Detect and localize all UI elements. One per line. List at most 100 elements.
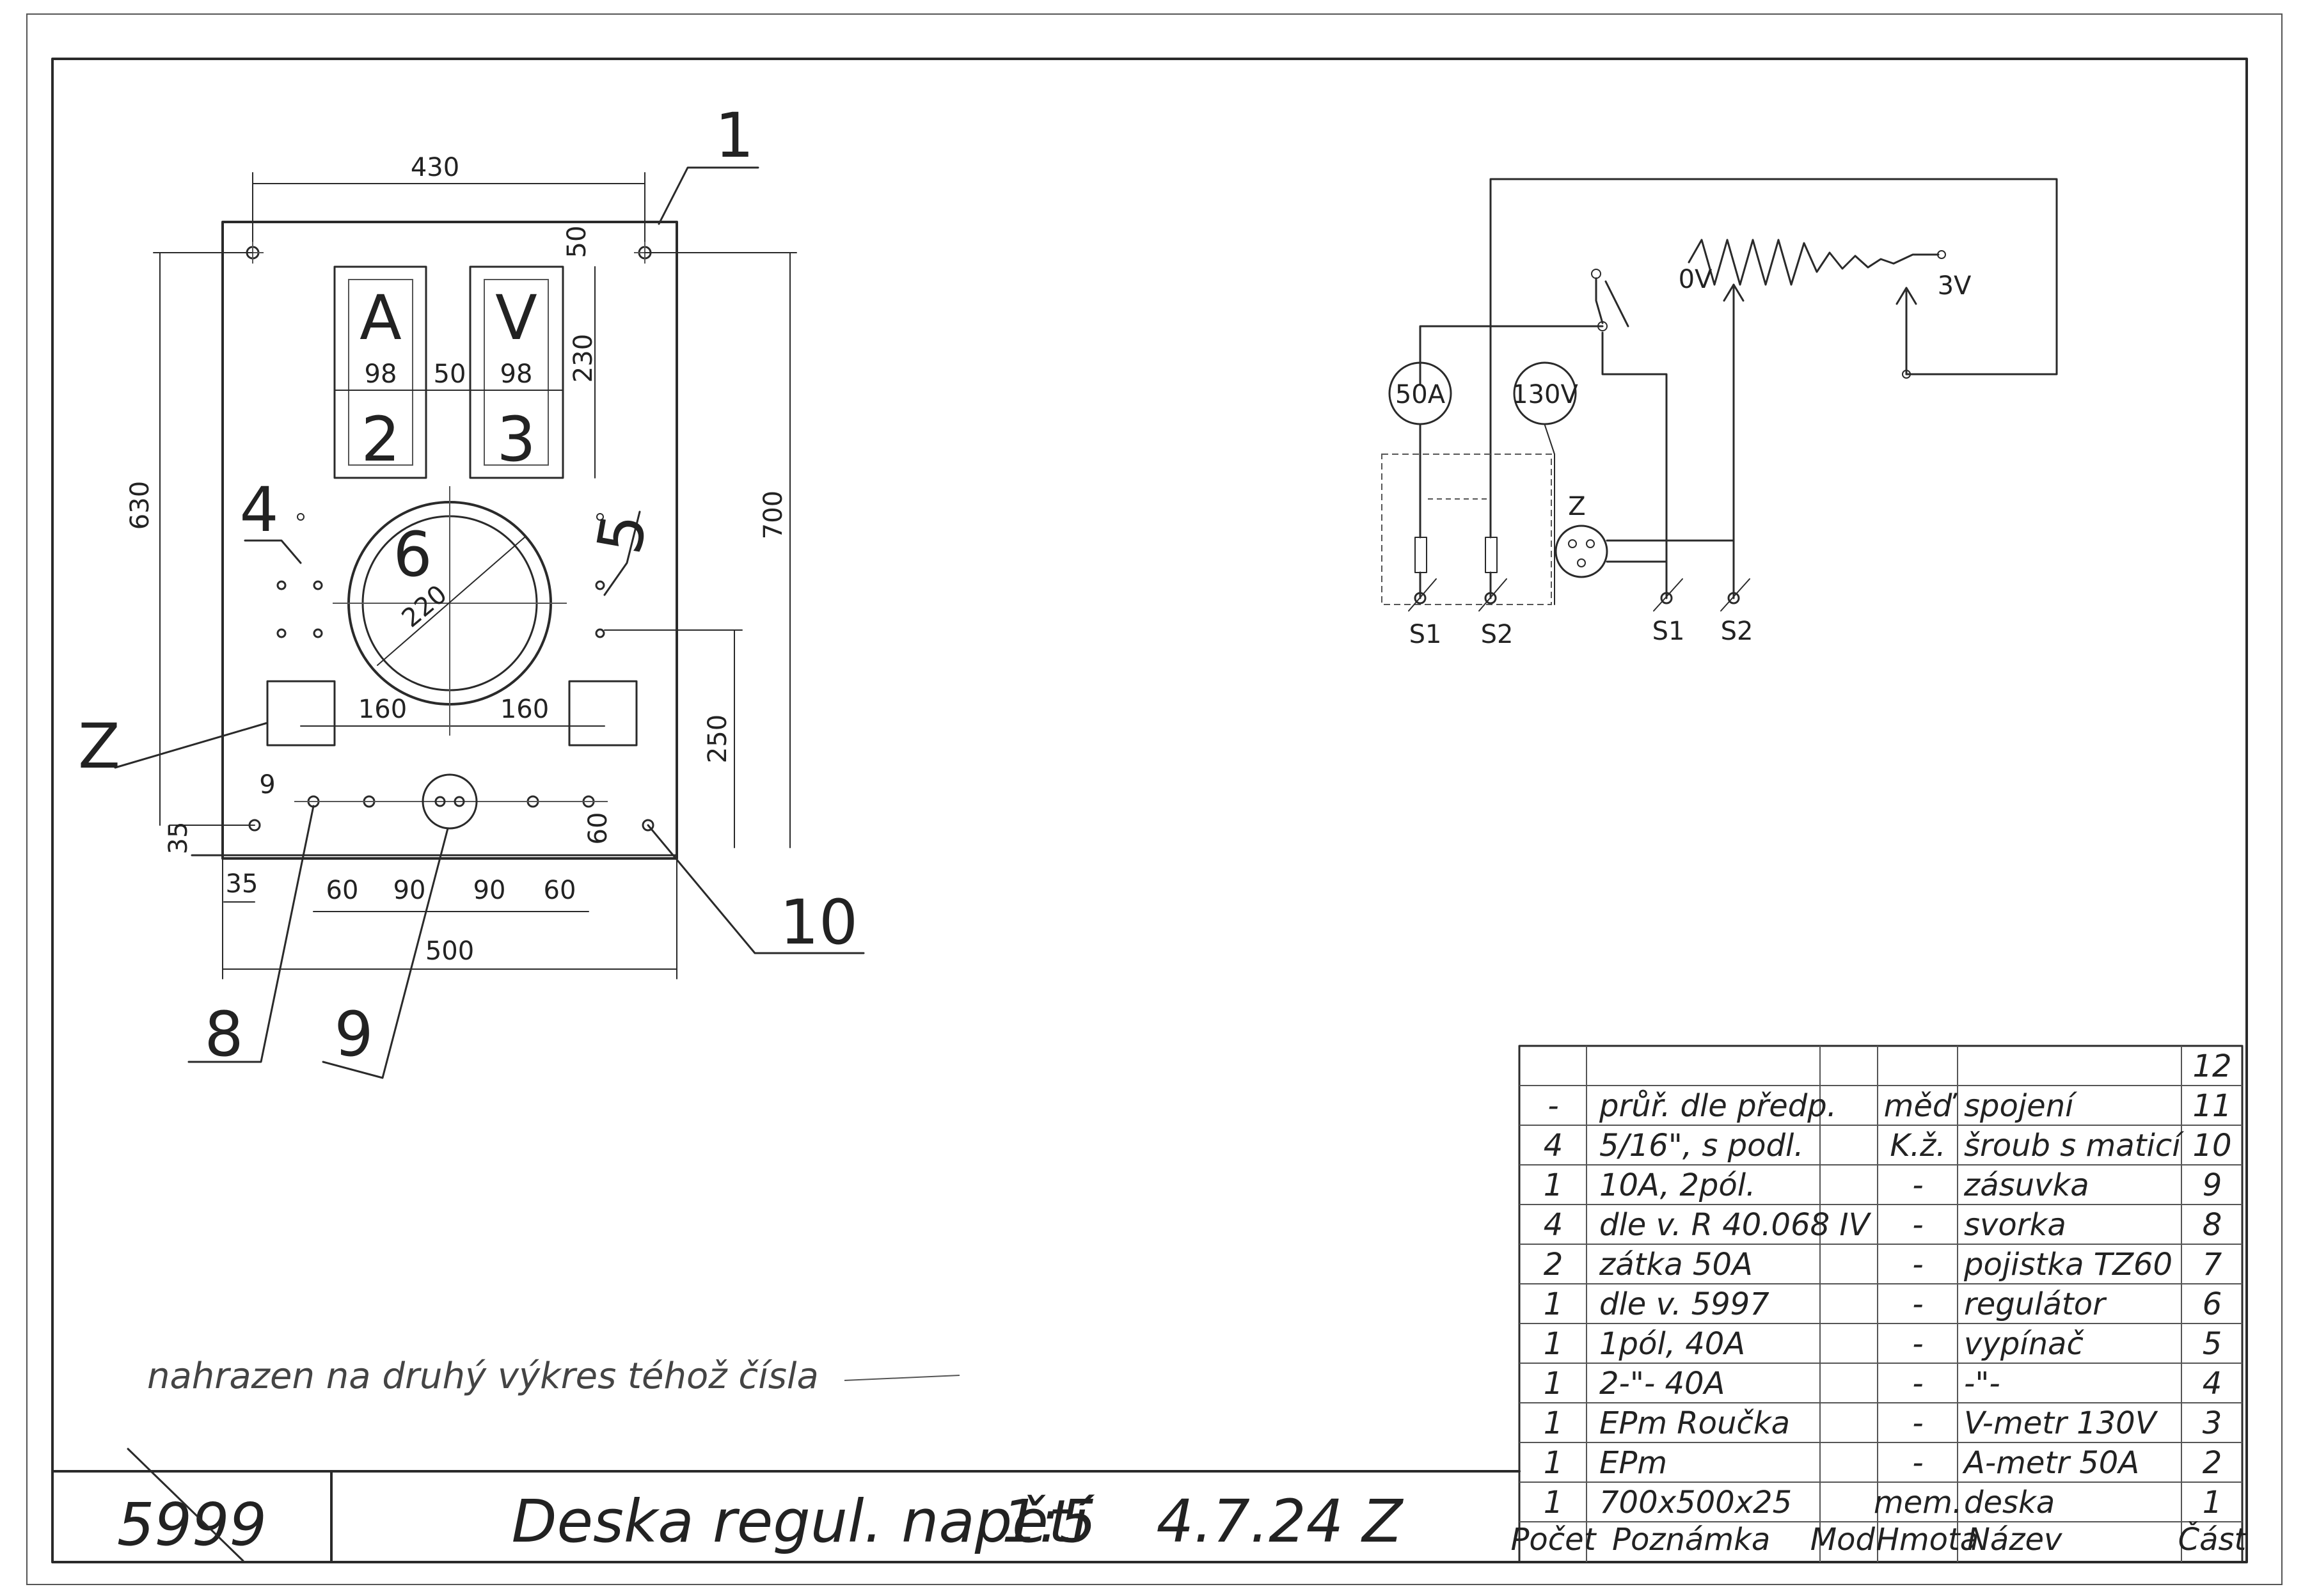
dim-35-vertical: 35 — [164, 822, 193, 855]
bom-cell-name: spojení — [1964, 1088, 2078, 1124]
label-3v: 3V — [1938, 271, 1972, 301]
bom-cell-part: 4 — [2203, 1366, 2222, 1402]
bom-cell-material: měď — [1884, 1088, 1958, 1124]
callout-6: 6 — [393, 519, 432, 590]
bom-cell-name: A-metr 50A — [1962, 1445, 2139, 1481]
bom-header: Počet Poznámka Mod. Hmota Název Část — [1510, 1521, 2247, 1558]
dim-160-right: 160 — [500, 695, 549, 724]
bom-cell-material: - — [1912, 1445, 1923, 1481]
bom-cell-note: 5/16", s podl. — [1599, 1128, 1804, 1164]
bom-header-material: Hmota — [1876, 1522, 1979, 1558]
terminal-s2-right — [1720, 562, 1750, 612]
voltmeter-part-number: 3 — [496, 404, 535, 475]
bom-cell-name: V-metr 130V — [1964, 1405, 2158, 1441]
dim-60-a: 60 — [326, 876, 359, 905]
bom-header-name: Název — [1967, 1522, 2062, 1558]
bom-cell-count: 1 — [1544, 1405, 1563, 1441]
terminal-label-4: S2 — [1721, 617, 1753, 646]
drawing-title: Deska regul. napětí — [512, 1487, 1095, 1556]
bom-cell-note: 700x500x25 — [1599, 1485, 1792, 1521]
bom-cell-name: šroub s maticí — [1964, 1128, 2185, 1164]
callout-4: 4 — [239, 474, 278, 546]
dim-700: 700 — [759, 491, 788, 539]
bom-cell-material: - — [1912, 1247, 1923, 1283]
title-block: 5999 Deska regul. napětí 1:5 4.7.24 Z — [51, 1448, 1521, 1563]
switch-5-holes — [595, 513, 605, 638]
bom-cell-count: 1 — [1544, 1485, 1563, 1521]
fuse-right — [568, 680, 638, 747]
bom-cell-part: 6 — [2203, 1286, 2222, 1322]
bom-cell-material: - — [1912, 1286, 1923, 1322]
drawing-scale: 1:5 — [1002, 1487, 1096, 1556]
bom-cell-material: - — [1912, 1207, 1923, 1243]
dim-250: 250 — [703, 715, 732, 763]
dim-50-gap: 50 — [434, 359, 466, 389]
ammeter-symbol: A — [360, 282, 402, 354]
bom-cell-count: 1 — [1544, 1167, 1563, 1203]
dim-60-b: 60 — [544, 876, 576, 905]
ammeter-cutout: A 2 — [333, 265, 427, 479]
callout-1: 1 — [715, 100, 754, 171]
bom-cell-name: deska — [1964, 1485, 2055, 1521]
terminal-label-3: S1 — [1652, 617, 1685, 646]
bom-cell-material: mem. — [1874, 1485, 1962, 1521]
dim-50-top: 50 — [562, 226, 592, 258]
bom-cell-count: 1 — [1544, 1326, 1563, 1362]
terminal-label-2: S2 — [1481, 620, 1514, 649]
bom-cell-part: 3 — [2203, 1405, 2222, 1441]
drawing-date: 4.7.24 Z — [1157, 1487, 1404, 1556]
dim-90-a: 90 — [393, 876, 426, 905]
sheet-outer-border — [26, 13, 2283, 1585]
bom-cell-part: 8 — [2203, 1207, 2222, 1243]
voltmeter-symbol: V — [495, 282, 537, 354]
bom-cell-note: EPm — [1599, 1445, 1667, 1481]
fuse-s2 — [1478, 459, 1507, 612]
callout-5: 5 — [583, 508, 661, 559]
dim-9-hole: 9 — [259, 770, 275, 800]
bom-cell-part: 11 — [2192, 1088, 2231, 1124]
dim-230: 230 — [569, 334, 598, 383]
dim-500: 500 — [425, 936, 474, 966]
bom-cell-count: - — [1547, 1088, 1558, 1124]
socket-symbol: Z — [1555, 492, 1608, 578]
bom-cell-note: zátka 50A — [1599, 1247, 1753, 1283]
bom-header-count: Počet — [1510, 1522, 1597, 1558]
switch-4-holes — [276, 513, 323, 638]
ammeter-symbol-circle: 50A — [1388, 361, 1452, 425]
bom-cell-part: 1 — [2203, 1485, 2222, 1521]
bom-cell-material: - — [1912, 1167, 1923, 1203]
bom-cell-material: - — [1912, 1326, 1923, 1362]
bom-cell-material: - — [1912, 1405, 1923, 1441]
bom-cell-part: 9 — [2203, 1167, 2222, 1203]
dim-630: 630 — [125, 481, 155, 530]
fuse-box — [1381, 454, 1552, 605]
wiring-schematic: 3V 0V 50A 130V — [1381, 178, 2058, 649]
terminal-label-1: S1 — [1409, 620, 1442, 649]
dim-60-right: 60 — [583, 812, 613, 845]
fuse-left — [266, 680, 336, 747]
bom-cell-name: pojistka TZ60 — [1963, 1247, 2172, 1283]
bom-cell-name: zásuvka — [1963, 1167, 2089, 1203]
schematic-voltmeter-label: 130V — [1512, 380, 1578, 409]
dim-35-horizontal: 35 — [226, 869, 258, 899]
regulator-cutout: 6 220 — [333, 486, 567, 720]
bom-cell-count: 4 — [1544, 1128, 1563, 1164]
bom-grid — [1519, 1046, 2242, 1562]
bom-header-note: Poznámka — [1612, 1522, 1770, 1558]
callout-8: 8 — [204, 999, 243, 1070]
bom-cell-name: svorka — [1964, 1207, 2066, 1243]
bom-cell-note: dle v. R 40.068 IV — [1599, 1207, 1872, 1243]
bom-cell-name: vypínač — [1964, 1326, 2084, 1362]
bom-cell-note: 2-"- 40A — [1599, 1366, 1725, 1402]
socket-label: Z — [1568, 492, 1585, 521]
plate-outline — [221, 221, 678, 860]
terminal-s1-right — [1653, 562, 1683, 612]
callout-9: 9 — [334, 999, 373, 1070]
bom-cell-note: dle v. 5997 — [1599, 1286, 1769, 1322]
bom-header-part: Část — [2178, 1521, 2248, 1558]
bom-cell-count: 1 — [1544, 1366, 1563, 1402]
bom-cell-note: průř. dle předp. — [1599, 1088, 1837, 1124]
